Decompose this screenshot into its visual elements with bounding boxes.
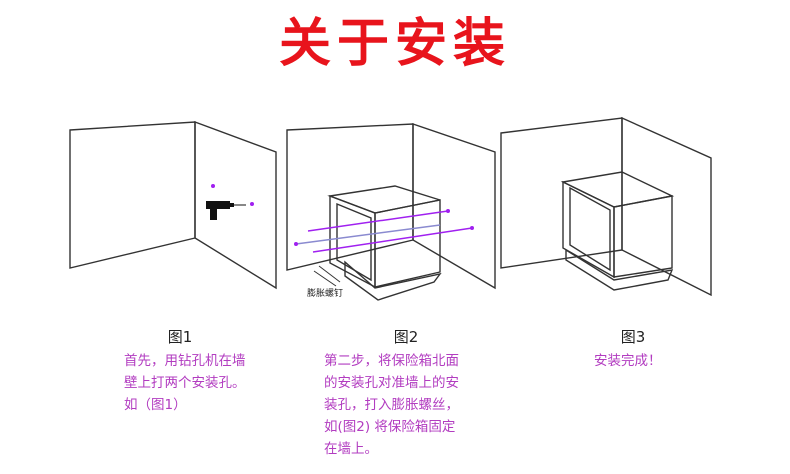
instruction-line: 如(图2) 将保险箱固定 [324,419,456,435]
instruction-line: 安装完成！ [594,353,662,369]
figure-1-caption: 图1 [167,328,193,346]
figure-3-safe [560,171,675,291]
figure-1-walls [69,120,277,290]
figure-3-caption: 图3 [620,328,646,346]
screw-label: 膨胀螺钉 [307,287,343,299]
instruction-line: 的安装孔对准墙上的安 [324,375,459,391]
figure-2-walls [286,123,496,290]
page-title: 关于安装 [278,14,511,74]
instruction-line: 第二步，将保险箱北面 [324,353,459,369]
figure-3-instructions: 安装完成！ [594,350,662,372]
screw-pointer-lines [313,265,341,287]
drill-icon [206,201,246,220]
drill-hole-markers [211,184,254,206]
figure-1-instructions: 首先，用钻孔机在墙 壁上打两个安装孔。 如（图1） [124,350,246,416]
figure-2-caption: 图2 [393,328,419,346]
instruction-line: 在墙上。 [324,441,378,457]
instruction-line: 壁上打两个安装孔。 [124,375,246,391]
figure-2-safe [327,185,442,301]
figure-2-guide-lines [294,209,474,253]
instruction-line: 装孔，打入膨胀螺丝， [324,397,459,413]
figure-3-walls [500,116,712,297]
instruction-line: 首先，用钻孔机在墙 [124,353,246,369]
instruction-line: 如（图1） [124,397,187,413]
figure-2-instructions: 第二步，将保险箱北面 的安装孔对准墙上的安 装孔，打入膨胀螺丝， 如(图2) 将… [324,350,459,460]
